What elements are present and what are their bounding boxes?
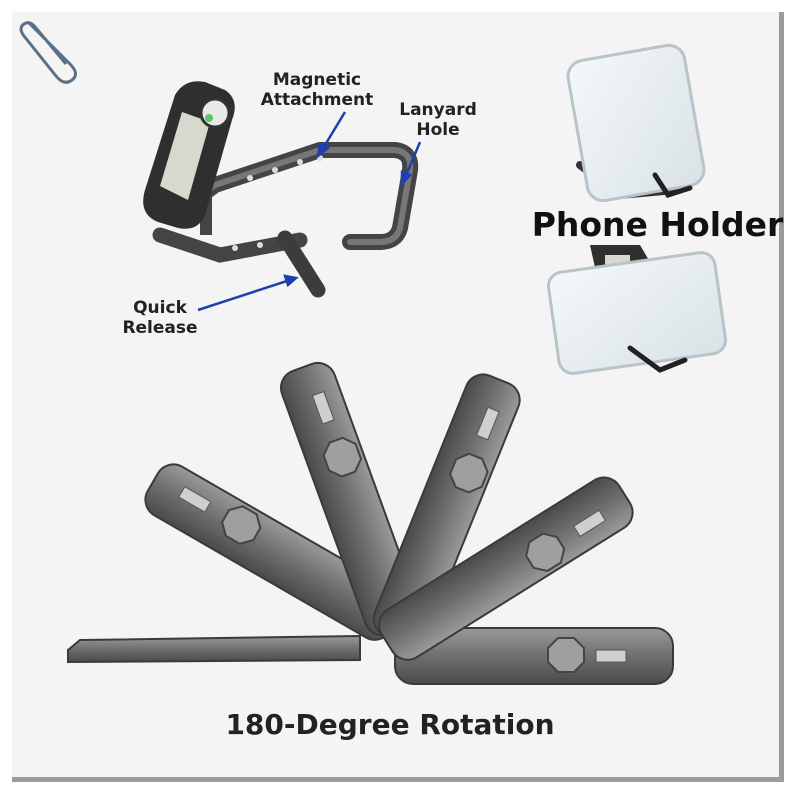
phone-holder-illustration-top — [566, 43, 706, 203]
paperclip-icon — [19, 20, 77, 84]
lanyard-hole-label: Lanyard Hole — [398, 100, 478, 140]
magnetic-label-line1: Magnetic — [272, 70, 362, 90]
quick-release-label: Quick Release — [115, 298, 205, 338]
annotation-arrows — [197, 111, 422, 312]
phone-holder-label: Phone Holder — [531, 205, 784, 244]
rotation-fan-illustration — [67, 361, 674, 685]
quick-label-line2: Release — [122, 318, 198, 338]
phone-holder-illustration-bottom — [547, 245, 727, 375]
magnetic-attachment-label: Magnetic Attachment — [252, 70, 382, 110]
lanyard-label-line2: Hole — [416, 120, 460, 140]
magnetic-label-line2: Attachment — [260, 90, 374, 110]
lanyard-label-line1: Lanyard — [399, 100, 477, 120]
quick-label-line1: Quick — [133, 298, 187, 318]
work-light-with-bracket — [143, 81, 419, 298]
rotation-label: 180-Degree Rotation — [225, 708, 555, 741]
